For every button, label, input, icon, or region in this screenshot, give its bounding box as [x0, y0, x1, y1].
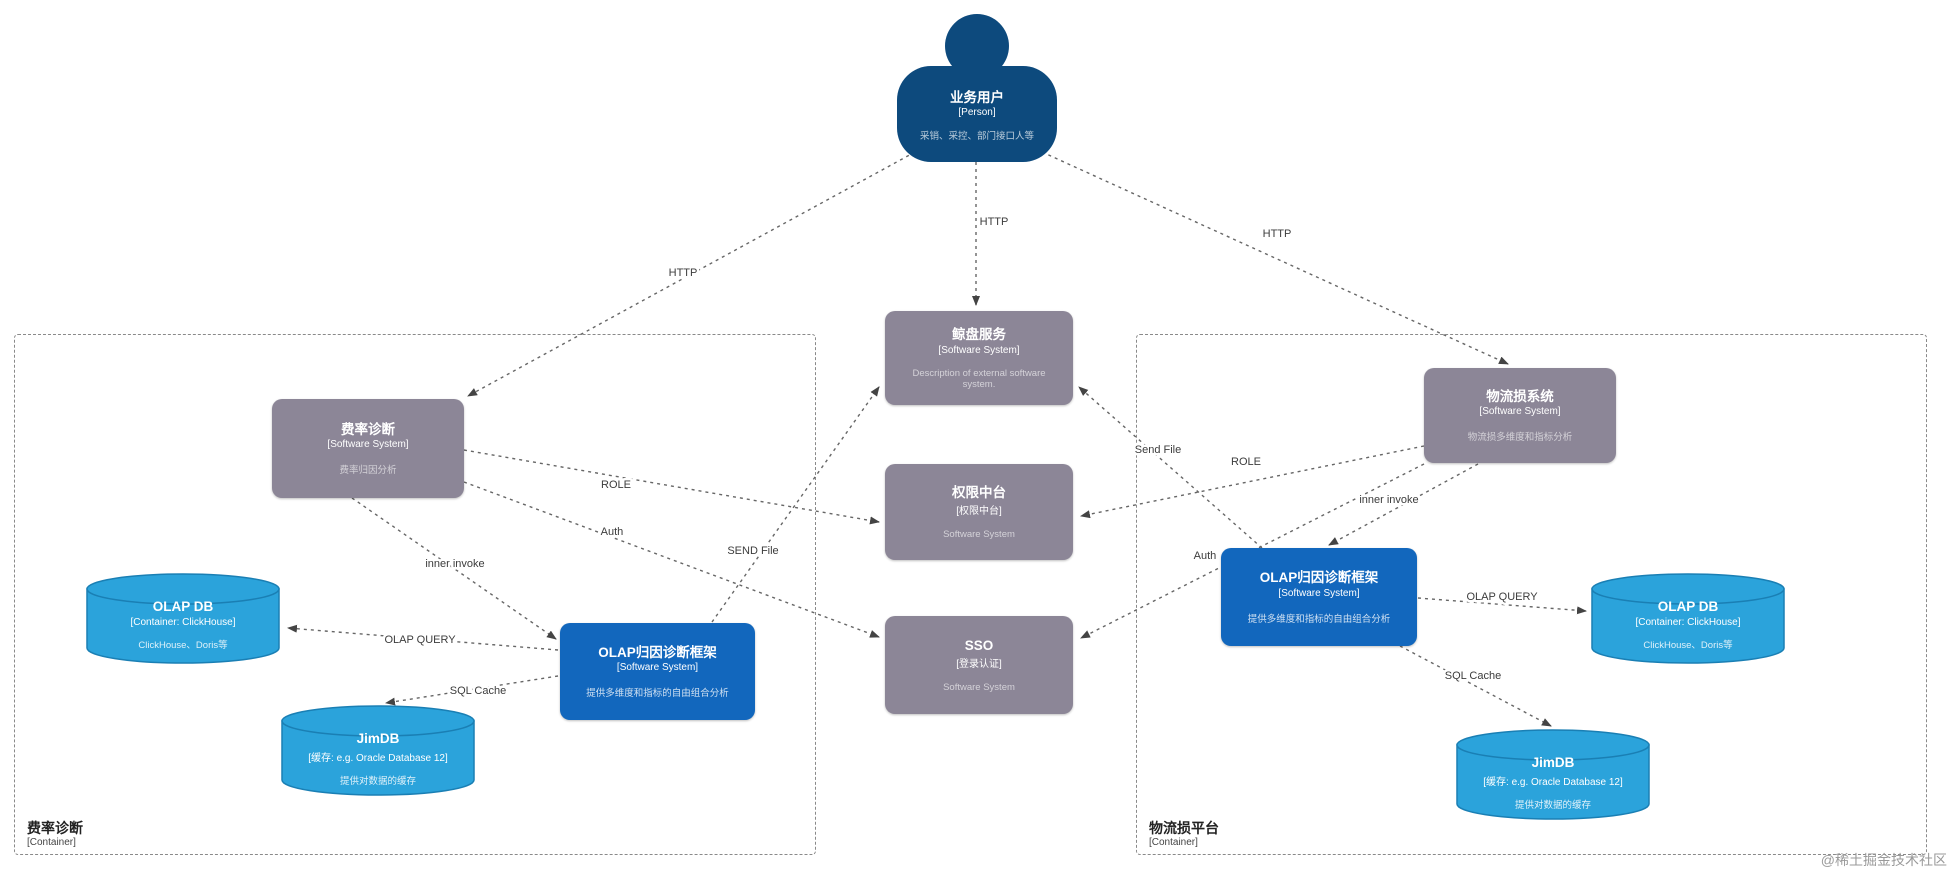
node-title: 费率诊断 [341, 421, 395, 437]
node-description: 提供多维度和指标的自由组合分析 [586, 688, 729, 700]
edge-label: OLAP QUERY [1466, 591, 1538, 603]
edge-label: inner invoke [1359, 494, 1418, 506]
db-olap-left[interactable]: OLAP DB [Container: ClickHouse] ClickHou… [85, 572, 281, 666]
node-meta: [Software System] [1278, 587, 1360, 599]
edge-line [467, 151, 916, 397]
node-meta: [缓存: e.g. Oracle Database 12] [1483, 776, 1623, 788]
node-meta: [Software System] [938, 344, 1020, 356]
database-cylinder-icon [1456, 729, 1650, 820]
edge-line [1399, 645, 1552, 727]
juejin-watermark: @稀土掘金技术社区 [1820, 852, 1947, 868]
edge-line [385, 675, 559, 706]
system-logistics-loss[interactable]: 物流损系统 [Software System] 物流损多维度和指标分析 [1424, 368, 1616, 463]
node-title: OLAP归因诊断框架 [1259, 570, 1379, 586]
edge-line [1417, 597, 1587, 615]
node-meta: [缓存: e.g. Oracle Database 12] [308, 752, 448, 764]
edge-label: OLAP QUERY [384, 634, 456, 646]
node-meta: [权限中台] [956, 506, 1002, 518]
person-description: 采销、采控、部门接口人等 [919, 131, 1034, 142]
system-sso[interactable]: SSO [登录认证] Software System [885, 616, 1073, 714]
edge-label: Auth [601, 526, 624, 538]
system-olap-attribution-framework-left[interactable]: OLAP归因诊断框架 [Software System] 提供多维度和指标的自由… [560, 623, 755, 720]
db-olap-right[interactable]: OLAP DB [Container: ClickHouse] ClickHou… [1590, 572, 1786, 666]
edge-line [1041, 151, 1509, 365]
db-jimdb-right[interactable]: JimDB [缓存: e.g. Oracle Database 12] 提供对数… [1455, 728, 1651, 822]
db-jimdb-left[interactable]: JimDB [缓存: e.g. Oracle Database 12] 提供对数… [280, 704, 476, 798]
edge-line [1078, 386, 1263, 549]
node-description: Description of external software system. [912, 367, 1046, 390]
edge-line [1080, 463, 1425, 639]
node-description: ClickHouse、Doris等 [138, 639, 228, 651]
node-meta: [Software System] [327, 439, 409, 451]
node-title: 鲸盘服务 [952, 327, 1006, 343]
database-cylinder-icon [281, 705, 475, 796]
edge-label: Auth [1194, 550, 1217, 562]
node-text: JimDB [缓存: e.g. Oracle Database 12] 提供对数… [280, 704, 476, 787]
node-title: OLAP DB [1657, 599, 1719, 614]
boundary-rate-diagnosis: 费率诊断 [Container] [14, 334, 816, 855]
edge-label: SQL Cache [450, 685, 506, 697]
edge-line [287, 624, 559, 651]
node-meta: [Software System] [1479, 406, 1561, 418]
node-title: 权限中台 [952, 484, 1006, 500]
person-body: 业务用户 [Person] 采销、采控、部门接口人等 [897, 66, 1057, 162]
edge-line [1080, 445, 1425, 519]
person-business-user[interactable]: 业务用户 [Person] 采销、采控、部门接口人等 [897, 14, 1057, 162]
node-description: ClickHouse、Doris等 [1643, 639, 1733, 651]
node-description: 提供对数据的缓存 [1514, 799, 1591, 811]
boundary-meta: [Container] [27, 837, 76, 848]
edge-label: HTTP [980, 216, 1009, 228]
database-cylinder-icon [86, 573, 280, 664]
node-title: OLAP DB [152, 599, 214, 614]
node-description: 提供多维度和指标的自由组合分析 [1247, 613, 1391, 625]
boundary-logistics-loss-platform: 物流损平台 [Container] [1136, 334, 1927, 855]
boundary-title: 费率诊断 [27, 819, 83, 836]
node-description: 费率归因分析 [339, 465, 397, 477]
edge-line [1328, 463, 1479, 546]
boundary-title: 物流损平台 [1149, 819, 1219, 836]
node-meta: [登录认证] [956, 659, 1002, 671]
edge-label: inner invoke [425, 558, 484, 570]
boundary-meta: [Container] [1149, 837, 1198, 848]
edge-line [711, 386, 880, 623]
node-description: 物流损多维度和指标分析 [1467, 432, 1573, 444]
node-description: Software System [943, 529, 1015, 541]
node-meta: [Container: ClickHouse] [1635, 616, 1741, 628]
node-title: OLAP归因诊断框架 [598, 644, 717, 660]
node-title: JimDB [356, 731, 400, 746]
edge-line [463, 449, 880, 525]
node-text: JimDB [缓存: e.g. Oracle Database 12] 提供对数… [1455, 728, 1651, 811]
edge-label: SEND File [727, 545, 778, 557]
node-text: OLAP DB [Container: ClickHouse] ClickHou… [85, 572, 281, 651]
system-jingpan-service[interactable]: 鲸盘服务 [Software System] Description of ex… [885, 311, 1073, 405]
node-description: Software System [943, 682, 1015, 694]
system-permission-center[interactable]: 权限中台 [权限中台] Software System [885, 464, 1073, 560]
node-title: JimDB [1531, 755, 1575, 770]
edge-label: ROLE [601, 479, 631, 491]
node-title: 物流损系统 [1486, 388, 1554, 404]
node-meta: [Container: ClickHouse] [130, 616, 236, 628]
system-olap-attribution-framework-right[interactable]: OLAP归因诊断框架 [Software System] 提供多维度和指标的自由… [1221, 548, 1417, 646]
edge-line [463, 481, 880, 638]
boundary-label: 物流损平台 [Container] [1149, 820, 1219, 849]
node-text: OLAP DB [Container: ClickHouse] ClickHou… [1590, 572, 1786, 651]
person-title: 业务用户 [950, 90, 1004, 105]
node-description: 提供对数据的缓存 [339, 775, 416, 787]
database-cylinder-icon [1591, 573, 1785, 664]
person-meta: [Person] [958, 107, 996, 118]
edge-label: HTTP [1263, 228, 1292, 240]
node-meta: [Software System] [616, 662, 699, 674]
edge-label: Send File [1135, 444, 1181, 456]
edge-label: SQL Cache [1445, 670, 1501, 682]
boundary-label: 费率诊断 [Container] [27, 820, 83, 849]
edge-label: ROLE [1231, 456, 1261, 468]
node-title: SSO [964, 637, 994, 653]
edge-label: HTTP [669, 267, 698, 279]
system-rate-diagnosis[interactable]: 费率诊断 [Software System] 费率归因分析 [272, 399, 464, 498]
